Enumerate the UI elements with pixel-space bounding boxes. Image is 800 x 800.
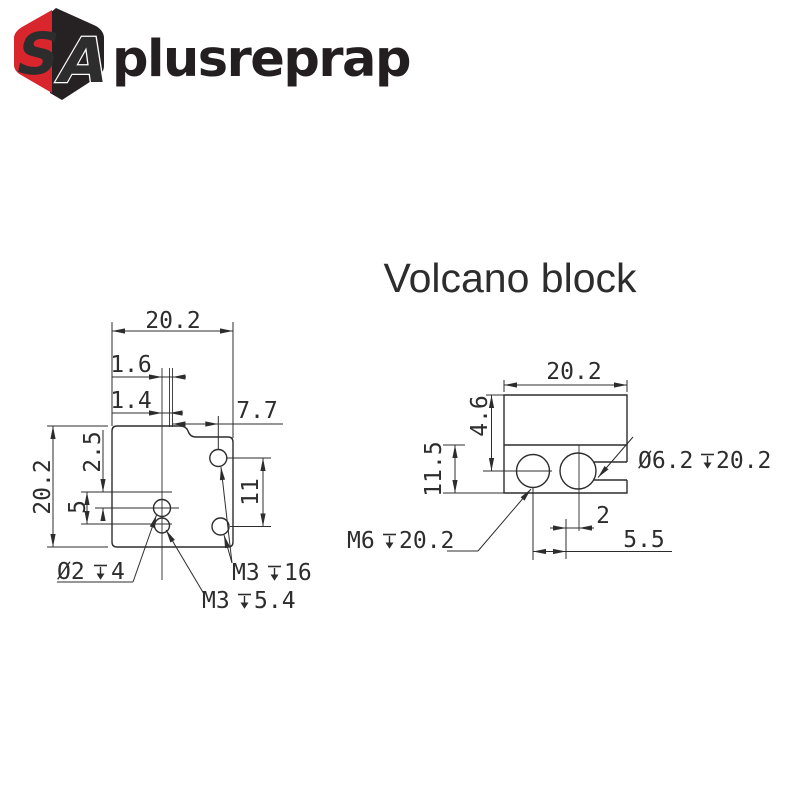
grub-screw-label: M3 5.4: [165, 529, 296, 614]
svg-text:4: 4: [111, 559, 125, 585]
mount-holes-label: M3 16: [219, 466, 312, 586]
svg-text:5.4: 5.4: [254, 588, 296, 614]
front-dim-hole-pos: 5: [65, 491, 179, 525]
svg-text:20.2: 20.2: [30, 459, 56, 514]
svg-text:7.7: 7.7: [236, 398, 278, 424]
mount-hole-bottom: [211, 517, 230, 536]
svg-text:M3: M3: [202, 588, 230, 614]
page-title: Volcano block: [383, 255, 637, 301]
svg-text:M3: M3: [232, 560, 260, 586]
svg-text:11: 11: [238, 478, 264, 506]
front-dim-width: 20.2: [111, 308, 234, 438]
svg-text:20.2: 20.2: [145, 308, 200, 334]
svg-text:Ø6.2: Ø6.2: [638, 448, 693, 474]
depth-symbol-icon: [237, 593, 252, 610]
svg-text:1.4: 1.4: [110, 388, 152, 414]
side-dim-width: 20.2: [503, 359, 628, 392]
side-block-outline: [503, 394, 628, 494]
front-dim-offset-a: 1.6: [110, 352, 186, 380]
depth-symbol-icon: [700, 453, 715, 470]
front-dim-hole-spacing: 11: [227, 457, 271, 527]
side-dim-slot-offset: 2: [550, 503, 610, 559]
nozzle-bore-label: M6 20.2: [347, 488, 532, 554]
svg-text:20.2: 20.2: [399, 528, 454, 554]
heater-hole-leader-line: [597, 436, 634, 478]
thermistor-hole-label: Ø2 4: [57, 514, 157, 585]
svg-text:5: 5: [65, 500, 91, 514]
side-dim-hole-spacing: 5.5: [532, 488, 672, 560]
mount-hole-leader-line: [219, 466, 233, 564]
depth-symbol-icon: [93, 564, 108, 581]
front-view: 20.2 20.2 1.6 1.4: [30, 308, 312, 614]
mount-hole-leader-line: [223, 534, 233, 564]
svg-text:M6: M6: [347, 528, 375, 554]
svg-text:4.6: 4.6: [467, 395, 493, 437]
side-view: 20.2 4.6 11.5 2: [347, 359, 771, 560]
depth-symbol-icon: [382, 533, 397, 550]
grub-screw-leader-line: [165, 529, 205, 595]
brand-wordmark: plusreprap: [112, 30, 410, 89]
svg-text:20.2: 20.2: [546, 359, 601, 385]
depth-symbol-icon: [267, 565, 282, 582]
thermistor-leader-line: [132, 514, 157, 583]
front-block-outline: [111, 425, 234, 548]
front-dim-height: 20.2: [30, 425, 108, 548]
front-dim-step-width: 7.7: [172, 398, 283, 449]
side-dim-top-height: 4.6: [467, 394, 504, 471]
front-dim-offset-b: 1.4: [110, 388, 183, 416]
logo-mark: S A: [10, 8, 117, 100]
front-dim-step: 2.5: [80, 430, 106, 521]
svg-text:5.5: 5.5: [623, 527, 665, 553]
side-dim-body-height: 11.5: [421, 441, 504, 497]
brand-logo: S A plusreprap: [10, 8, 411, 100]
nozzle-bore-leader-line: [477, 488, 532, 552]
heater-hole: [559, 452, 597, 490]
logo-cube-red: [14, 10, 52, 93]
svg-text:16: 16: [284, 560, 312, 586]
svg-text:Ø2: Ø2: [57, 559, 85, 585]
mount-hole-top: [209, 448, 228, 468]
svg-text:2: 2: [596, 503, 610, 529]
svg-text:1.6: 1.6: [110, 352, 152, 378]
svg-text:11.5: 11.5: [421, 441, 447, 496]
svg-text:2.5: 2.5: [80, 431, 106, 473]
logo-cube-black: [50, 8, 104, 100]
svg-text:20.2: 20.2: [716, 448, 771, 474]
heater-hole-label: Ø6.2 20.2: [597, 436, 771, 478]
